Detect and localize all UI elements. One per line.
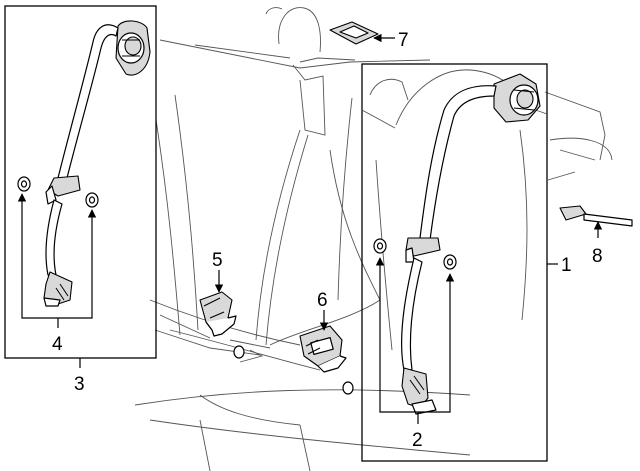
callout-4: 4 xyxy=(52,334,63,355)
callout-6: 6 xyxy=(317,290,328,311)
right-belt-group-box xyxy=(361,63,548,462)
right-seat-belt-assembly xyxy=(401,73,541,415)
callout-3: 3 xyxy=(74,374,85,395)
center-buckle xyxy=(199,291,245,359)
callout-2: 2 xyxy=(412,430,423,451)
callout-7: 7 xyxy=(398,30,409,51)
callout-1: 1 xyxy=(561,255,572,276)
right-spacer-washers xyxy=(373,238,457,270)
rear-seat-outline xyxy=(134,7,613,471)
callout-2-bracket xyxy=(375,257,418,413)
callout-8: 8 xyxy=(592,246,603,267)
left-spacer-washers xyxy=(17,176,99,208)
callout-4-bracket xyxy=(17,193,58,319)
dual-buckle xyxy=(299,325,354,395)
callout-5: 5 xyxy=(212,250,223,271)
trim-cover xyxy=(329,21,379,45)
belt-guide xyxy=(559,205,633,227)
left-seat-belt-assembly xyxy=(43,20,151,307)
